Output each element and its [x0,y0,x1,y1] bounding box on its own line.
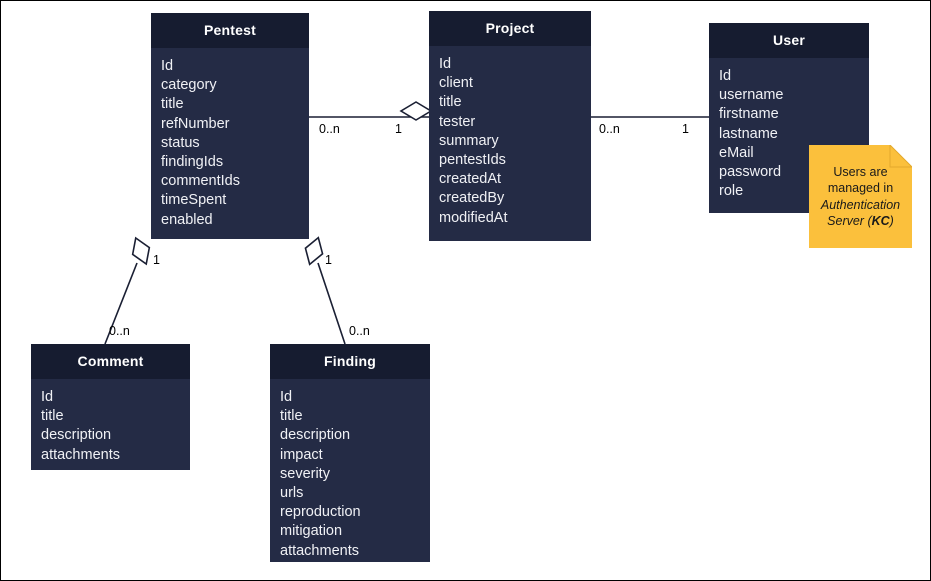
sticky-note-line-text: Server ( [827,214,872,228]
class-name-comment: Comment [31,344,190,379]
class-attribute: pentestIds [439,152,506,169]
class-attribute: status [161,134,200,151]
aggregation-diamond-pentest-project [399,101,433,121]
sticky-note-line-emphasis: KC [871,214,890,228]
class-attribute: attachments [41,446,120,463]
class-attribute: urls [280,485,304,502]
class-attribute: createdAt [439,171,502,188]
class-name-finding: Finding [270,344,430,379]
class-attributes-comment: Id title description attachments [31,379,190,475]
sticky-note-line: managed in [827,181,894,195]
sticky-note-line: Authentication [821,197,900,214]
class-attribute: lastname [719,125,778,142]
class-attribute: refNumber [161,115,230,132]
class-name-user: User [709,23,869,58]
sticky-note-surface [809,145,912,248]
class-attribute: mitigation [280,523,343,540]
class-attribute: description [41,427,112,444]
class-attributes-pentest: Id category title refNumber status findingIds… [151,48,309,240]
class-attribute: commentIds [161,173,240,190]
class-attribute: title [41,408,64,425]
sticky-note-line-tail: ) [889,214,894,228]
class-attribute: findingIds [161,154,224,171]
sticky-note-line-text: Authentication [820,197,901,212]
sticky-note-line: Users are [833,164,888,179]
class-attribute: title [161,96,184,113]
class-attribute: category [161,77,217,94]
class-attribute: Id [439,56,452,72]
class-attributes-user: Id username firstname lastname eMail password… [709,58,869,211]
multiplicity-label: 0..n [109,324,130,338]
class-attribute: eMail [719,144,754,161]
multiplicity-label: 1 [682,122,689,136]
class-attribute: tester [439,113,476,130]
class-attribute: Id [280,389,293,405]
class-attribute: password [719,164,782,181]
class-attribute: Id [41,389,54,405]
class-attribute: timeSpent [161,192,227,209]
sticky-note-line: Server (KC) [827,213,894,230]
class-attribute: Id [161,58,174,74]
class-attribute: modifiedAt [439,209,508,226]
class-attribute: title [280,408,303,425]
class-attribute: attachments [280,542,359,559]
sticky-note-shape [809,145,912,248]
multiplicity-label: 0..n [599,122,620,136]
class-attribute: impact [280,446,323,463]
multiplicity-label: 0..n [349,324,370,338]
class-attribute: reproduction [280,504,361,521]
class-attributes-finding: Id title description impact severity urls repr… [270,379,430,571]
multiplicity-label: 1 [153,253,160,267]
class-attribute: username [719,87,784,104]
class-name-pentest: Pentest [151,13,309,48]
class-attribute: firstname [719,106,779,123]
class-attribute: createdBy [439,190,505,207]
class-attribute: description [280,427,351,444]
class-attribute: client [439,75,473,92]
multiplicity-label: 1 [395,122,402,136]
multiplicity-label: 1 [325,253,332,267]
class-attribute: summary [439,132,499,149]
class-attribute: role [719,183,744,200]
multiplicity-label: 0..n [319,122,340,136]
class-attribute: Id [719,68,732,84]
class-attributes-project: Id client title tester summary pentestIds crea… [429,46,591,238]
class-attribute: enabled [161,211,213,228]
association-line-pentest-finding [317,262,346,345]
sticky-note-fold [889,145,912,168]
class-name-project: Project [429,11,591,46]
class-attribute: title [439,94,462,111]
class-attribute: severity [280,465,330,482]
